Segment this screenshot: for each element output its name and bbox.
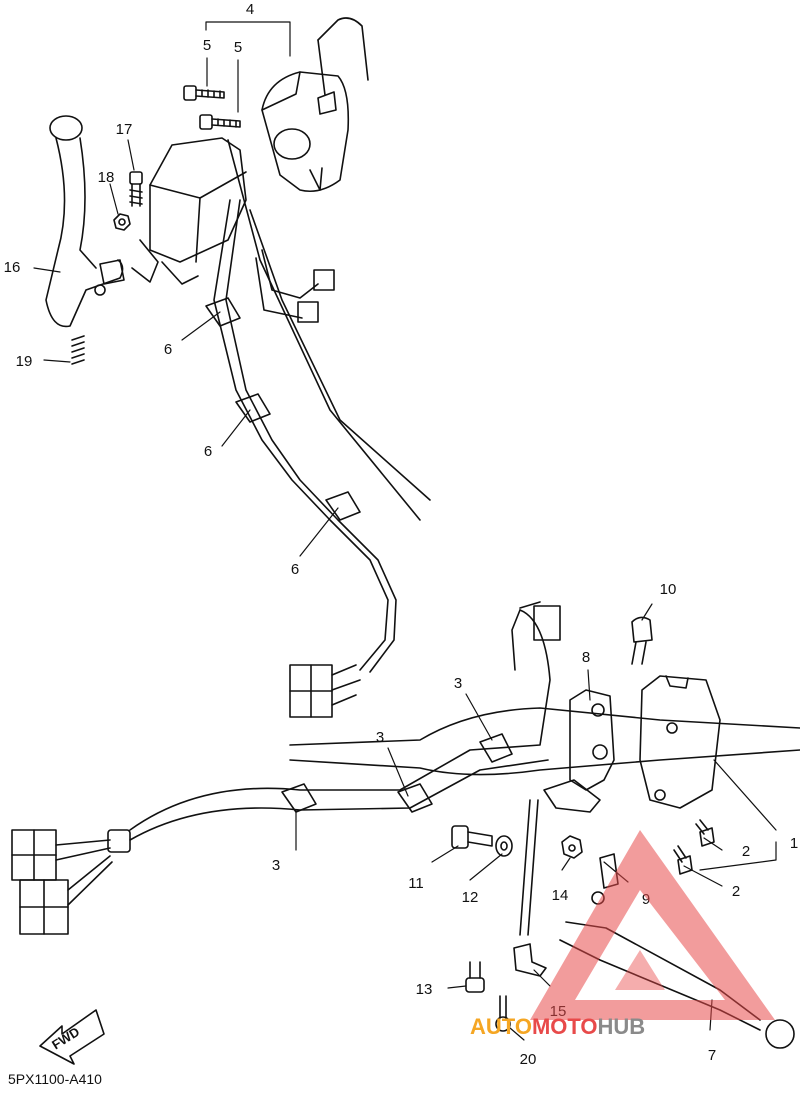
bracket-15 (513, 799, 547, 977)
callout-5: 5 (203, 37, 211, 54)
callout-3: 3 (454, 675, 462, 692)
watermark-text-moto: MOTO (532, 1014, 598, 1039)
watermark-text: AUTOMOTOHUB (470, 1014, 645, 1039)
bolt-16 (495, 995, 511, 1032)
watermark-text-auto: AUTO (470, 1014, 532, 1039)
reference-code: 5PX1100-A410 (8, 1071, 102, 1087)
cap-10 (631, 616, 653, 665)
callout-19: 18 (98, 169, 115, 186)
bolt-18 (129, 171, 143, 207)
callout-6: 6 (291, 561, 299, 578)
callout-20: 19 (16, 353, 33, 370)
callout-4: 4 (246, 1, 254, 18)
clutch-lever (45, 115, 125, 328)
callout-2: 2 (742, 843, 750, 860)
callout-13: 13 (416, 981, 433, 998)
screw-2-lower (673, 845, 693, 875)
washer-12 (495, 835, 513, 857)
lower-connector-a (11, 829, 57, 881)
screw-5-upper (183, 85, 225, 101)
callout-1: 1 (790, 835, 798, 852)
callout-17: 16 (4, 259, 21, 276)
fwd-label: FWD (49, 1024, 82, 1052)
callout-6: 6 (164, 341, 172, 358)
screw-5-lower (199, 114, 241, 130)
brake-lever-holder (543, 689, 615, 813)
right-handlebar (289, 707, 800, 776)
callout-5: 5 (234, 39, 242, 56)
callout-3: 3 (376, 729, 384, 746)
screw-2-upper (695, 819, 715, 847)
watermark-text-hub: HUB (598, 1014, 646, 1039)
watermark-triangle-icon (530, 830, 775, 1020)
watermark: AUTOMOTOHUB (470, 830, 775, 1039)
nut-19 (113, 213, 131, 231)
lower-harness (129, 601, 561, 841)
callout-11: 11 (408, 875, 424, 892)
callout-2: 2 (732, 883, 740, 900)
nut-14 (561, 835, 583, 859)
watermark-inner-triangle-icon (615, 950, 665, 990)
callout-9: 9 (642, 891, 650, 908)
right-switch-housing (639, 675, 721, 809)
upper-connector (289, 664, 361, 718)
callout-14: 14 (552, 887, 569, 904)
fwd-arrow-icon (39, 1009, 105, 1065)
callout-7: 7 (708, 1047, 716, 1064)
upper-harness (205, 199, 397, 673)
lower-harness-wires (55, 829, 131, 906)
callout-18: 17 (116, 121, 133, 138)
bolt-13 (465, 961, 485, 993)
callout-3: 3 (272, 857, 280, 874)
callout-16: 20 (520, 1051, 537, 1068)
callout-8: 8 (582, 649, 590, 666)
lower-connector-b (19, 879, 69, 935)
left-switch-housing (261, 71, 350, 193)
left-lower-housing (131, 137, 247, 285)
leader-lines (33, 21, 777, 1041)
callout-12: 12 (462, 889, 479, 906)
spring-20 (71, 335, 85, 365)
callout-10: 10 (660, 581, 677, 598)
callout-6: 6 (204, 443, 212, 460)
left-handlebar (227, 17, 431, 521)
bolt-11 (451, 825, 493, 849)
